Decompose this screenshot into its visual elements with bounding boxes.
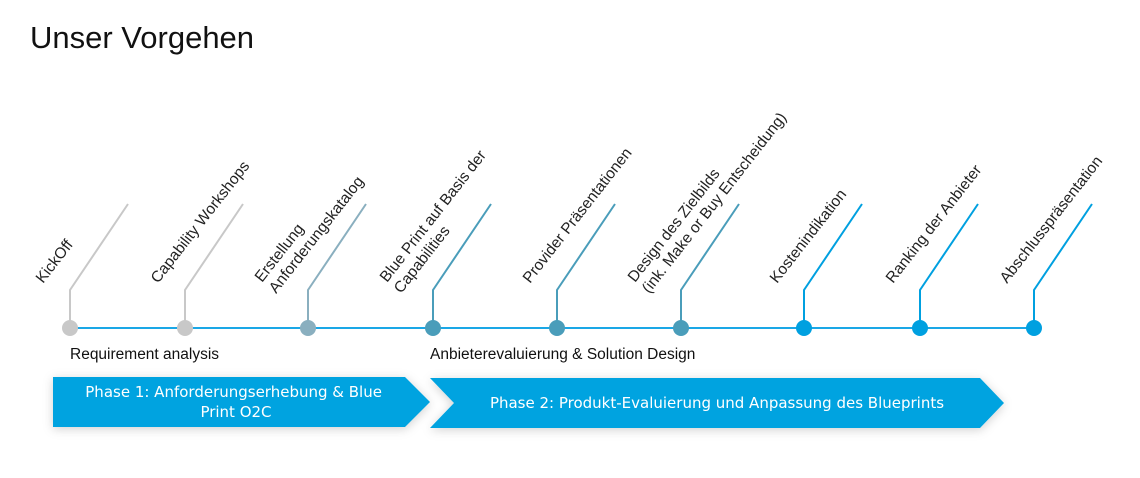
- milestone-connector: [803, 203, 863, 328]
- milestone-dot: [549, 320, 565, 336]
- milestone: Ranking der Anbieter: [883, 162, 985, 336]
- milestone-label: Abschlusspräsentation: [997, 153, 1106, 286]
- milestone: Blue Print auf Basis derCapabilities: [377, 147, 504, 336]
- milestone-dot: [673, 320, 689, 336]
- milestone: Abschlusspräsentation: [997, 153, 1106, 336]
- milestone-label: Provider Präsentationen: [520, 145, 636, 287]
- milestone-connector: [307, 203, 367, 328]
- milestone-connector: [69, 203, 129, 328]
- milestone: Design des Zielbilds(ink. Make or Buy En…: [625, 98, 790, 336]
- milestone-label: KickOff: [33, 236, 77, 286]
- milestone-dot: [912, 320, 928, 336]
- milestone-label: Blue Print auf Basis derCapabilities: [377, 147, 504, 296]
- phase-2-label: Phase 2: Produkt-Evaluierung und Anpassu…: [490, 394, 944, 412]
- milestone-connector: [432, 203, 492, 328]
- milestone: KickOff: [33, 203, 129, 336]
- stage-label-evaluation: Anbieterevaluierung & Solution Design: [430, 346, 695, 363]
- phase-2-arrow: [430, 378, 1004, 428]
- milestone-dot: [1026, 320, 1042, 336]
- milestone-label: Kostenindikation: [767, 186, 850, 286]
- milestone-label: Design des Zielbilds(ink. Make or Buy En…: [625, 98, 790, 296]
- milestone-dot: [425, 320, 441, 336]
- phase-1-arrow: [53, 377, 430, 427]
- milestone-dot: [62, 320, 78, 336]
- milestone-connector: [184, 203, 244, 328]
- milestone: Capability Workshops: [148, 158, 253, 336]
- milestone-connector: [680, 203, 740, 328]
- milestone: Kostenindikation: [767, 186, 863, 336]
- milestone-connector: [919, 203, 979, 328]
- milestone: ErstellungAnforderungskatalog: [252, 173, 367, 336]
- milestone-connector: [1033, 203, 1093, 328]
- page-title: Unser Vorgehen: [30, 20, 255, 55]
- milestone: Provider Präsentationen: [520, 145, 636, 336]
- milestone-dot: [796, 320, 812, 336]
- milestone-connector: [556, 203, 616, 328]
- milestone-dot: [300, 320, 316, 336]
- phase-1-label: Phase 1: Anforderungserhebung & Blue Pri…: [85, 383, 386, 421]
- milestone-dot: [177, 320, 193, 336]
- stage-label-requirement: Requirement analysis: [70, 346, 219, 363]
